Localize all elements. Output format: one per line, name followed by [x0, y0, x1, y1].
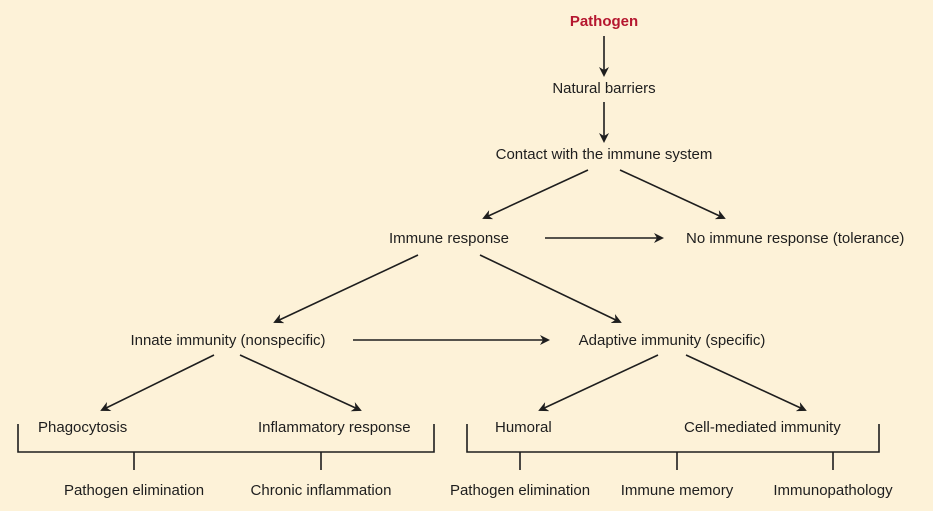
node-phagocytosis: Phagocytosis	[38, 419, 127, 436]
node-innate: Innate immunity (nonspecific)	[130, 332, 325, 349]
outcome-immunopathology: Immunopathology	[773, 482, 893, 499]
bracket	[17, 424, 435, 453]
node-no-immune-response: No immune response (tolerance)	[686, 230, 904, 247]
node-immune-response: Immune response	[389, 230, 509, 247]
arrow	[685, 354, 807, 412]
node-inflammatory-response: Inflammatory response	[258, 419, 411, 436]
node-natural-barriers: Natural barriers	[552, 80, 655, 97]
outcome-pathogen-elimination-adaptive: Pathogen elimination	[450, 482, 590, 499]
arrow	[619, 169, 726, 220]
arrow	[479, 254, 622, 324]
arrow	[538, 354, 659, 412]
arrow	[100, 354, 215, 411]
arrow	[273, 254, 419, 324]
adaptive-bracket	[466, 424, 880, 470]
arrows	[100, 36, 807, 412]
arrow	[482, 169, 589, 220]
node-cell-mediated: Cell-mediated immunity	[684, 419, 841, 436]
outcome-chronic-inflammation: Chronic inflammation	[251, 482, 392, 499]
outcome-pathogen-elimination-innate: Pathogen elimination	[64, 482, 204, 499]
innate-bracket	[17, 424, 435, 470]
outcome-immune-memory: Immune memory	[621, 482, 734, 499]
node-pathogen: Pathogen	[570, 13, 638, 30]
node-adaptive: Adaptive immunity (specific)	[579, 332, 766, 349]
node-contact: Contact with the immune system	[496, 146, 713, 163]
bracket	[466, 424, 880, 453]
node-humoral: Humoral	[495, 419, 552, 436]
arrow	[239, 354, 362, 412]
